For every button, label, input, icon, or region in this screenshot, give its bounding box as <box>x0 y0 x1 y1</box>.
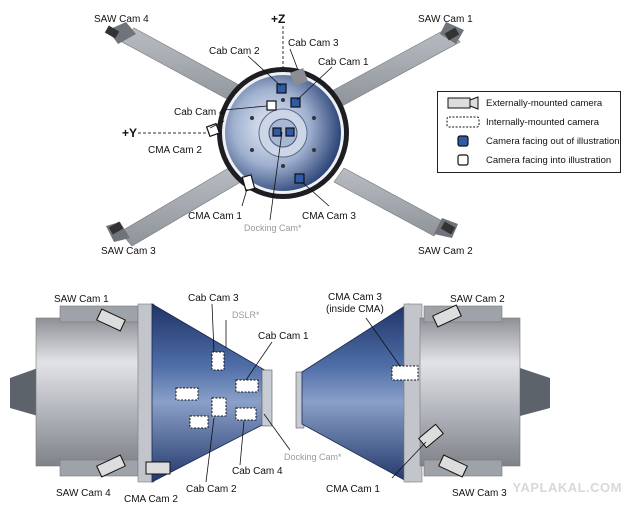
bottom-left-view: SAW Cam 1 Cab Cam 3 DSLR* Cab Cam 1 SAW … <box>10 293 342 505</box>
br-cma-cam-3-marker <box>391 365 419 381</box>
cab-cam-3-marker <box>290 68 308 86</box>
top-saw-cam-2-label: SAW Cam 2 <box>418 246 473 257</box>
legend-label-facing-out: Camera facing out of illustration <box>486 135 620 147</box>
legend: Externally-mounted camera Internally-mou… <box>437 91 621 173</box>
top-cma-cam-1-label: CMA Cam 1 <box>188 211 242 222</box>
bottom-left-internal-cameras <box>175 351 259 429</box>
solar-wing-lower-left <box>106 165 245 247</box>
bl-cma-cam-2-marker <box>145 461 171 475</box>
bl-leader-lines <box>205 303 291 483</box>
top-docking-cam-label: Docking Cam* <box>244 223 302 233</box>
bl-cab-cam-4-label: Cab Cam 4 <box>232 466 283 477</box>
br-leader-lines <box>365 317 427 479</box>
top-cab-cam-3-label: Cab Cam 3 <box>288 38 339 49</box>
legend-item-internal: Internally-mounted camera <box>444 114 599 130</box>
top-saw-cam-1-label: SAW Cam 1 <box>418 14 473 25</box>
top-cab-cam-2-label: Cab Cam 2 <box>209 46 260 57</box>
solar-wing-lower-right <box>333 167 458 238</box>
top-cma-cam-3-label: CMA Cam 3 <box>302 211 356 222</box>
facing-in-icon <box>444 153 482 167</box>
cab-cam-2-marker <box>276 83 287 94</box>
legend-item-facing-out: Camera facing out of illustration <box>444 133 620 149</box>
cma-cam-3-marker <box>294 173 305 184</box>
external-camera-icon <box>444 96 482 110</box>
cab-cam-4-marker <box>266 100 277 111</box>
saw-cam-1-marker <box>444 27 460 41</box>
axis-y-label: +Y <box>122 126 137 140</box>
br-saw-cam-3-marker <box>438 454 468 478</box>
saw-cam-3-marker <box>108 221 124 235</box>
bl-dslr-label: DSLR* <box>232 310 260 320</box>
legend-item-facing-in: Camera facing into illustration <box>444 152 611 168</box>
top-cab-cam-4-label: Cab Cam 4 <box>174 107 225 118</box>
br-cma-cam-1-label: CMA Cam 1 <box>326 484 380 495</box>
watermark: YAPLAKAL.COM <box>512 480 622 495</box>
br-saw-cam-2-marker <box>432 304 462 328</box>
docking-cam-marker-a <box>272 127 282 137</box>
br-cma-cam-3-label-line1: CMA Cam 3 <box>328 292 382 303</box>
top-saw-cam-4-label: SAW Cam 4 <box>94 14 149 25</box>
saw-cam-4-marker <box>104 25 120 39</box>
bl-cab-cam-1-label: Cab Cam 1 <box>258 331 309 342</box>
crew-module-top <box>217 67 349 199</box>
cab-cam-1-marker <box>290 97 301 108</box>
br-cma-cam-1-marker <box>418 423 444 449</box>
legend-label-facing-in: Camera facing into illustration <box>486 154 612 166</box>
top-cma-cam-2-label: CMA Cam 2 <box>148 145 202 156</box>
bl-cma-cam-2-label: CMA Cam 2 <box>124 494 178 505</box>
top-leader-lines <box>209 48 333 221</box>
bl-saw-cam-4-marker <box>96 454 126 478</box>
br-cma-cam-3-label-line2: (inside CMA) <box>326 304 384 315</box>
br-saw-cam-3-label: SAW Cam 3 <box>452 488 507 499</box>
bl-saw-cam-1-marker <box>96 308 126 332</box>
bl-saw-cam-1-label: SAW Cam 1 <box>54 294 109 305</box>
facing-out-icon <box>444 134 482 148</box>
top-view: +Z +Y SAW Cam 4 SAW Cam 1 SAW Cam 3 SAW … <box>94 12 473 257</box>
axis-z-label: +Z <box>271 12 285 26</box>
bl-docking-cam-label: Docking Cam* <box>284 452 342 462</box>
bl-saw-cam-4-label: SAW Cam 4 <box>56 488 111 499</box>
bottom-right-view: CMA Cam 3 (inside CMA) SAW Cam 2 CMA Cam… <box>295 292 550 499</box>
cma-cam-2-marker <box>205 122 221 138</box>
top-cab-cam-1-label: Cab Cam 1 <box>318 57 369 68</box>
bl-cab-cam-2-label: Cab Cam 2 <box>186 484 237 495</box>
saw-cam-2-marker <box>440 221 456 235</box>
legend-label-external: Externally-mounted camera <box>486 97 603 109</box>
solar-wing-upper-left <box>108 22 253 107</box>
bl-cab-cam-3-label: Cab Cam 3 <box>188 293 239 304</box>
legend-item-external: Externally-mounted camera <box>444 95 602 111</box>
br-saw-cam-2-label: SAW Cam 2 <box>450 294 505 305</box>
docking-cam-marker-b <box>285 127 295 137</box>
legend-label-internal: Internally-mounted camera <box>486 116 599 128</box>
internal-camera-icon <box>444 115 482 129</box>
cma-cam-1-marker <box>241 174 256 192</box>
top-saw-cam-3-label: SAW Cam 3 <box>101 246 156 257</box>
